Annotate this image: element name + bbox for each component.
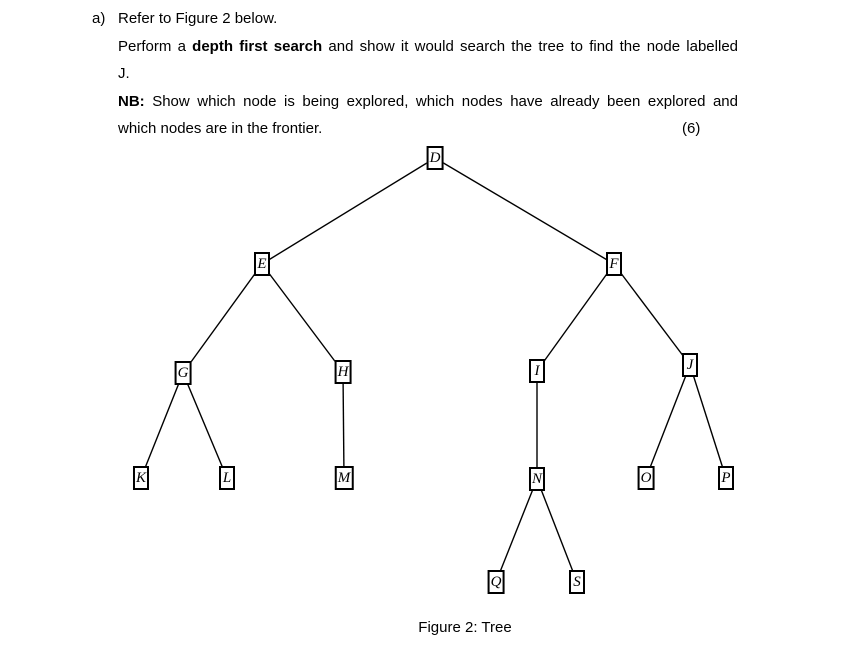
question-line-1: Refer to Figure 2 below. — [118, 9, 738, 28]
tree-node-I: I — [529, 359, 545, 383]
question-line-2-post: and show it would search the tree to fin… — [322, 38, 738, 55]
tree-edge-F-J — [613, 263, 691, 366]
tree-edge-D-E — [261, 157, 436, 265]
tree-edge-N-Q — [495, 478, 538, 583]
question-line-4: NB: Show which node is being explored, w… — [118, 92, 738, 111]
tree-edge-E-H — [261, 263, 344, 373]
tree-node-O: O — [637, 466, 655, 490]
question-line-5: which nodes are in the frontier. — [118, 119, 738, 138]
tree-node-S: S — [569, 570, 585, 594]
tree-edge-G-L — [182, 372, 228, 479]
question-line-5-text: which nodes are in the frontier. — [118, 120, 323, 137]
figure-caption: Figure 2: Tree — [418, 619, 512, 636]
question-line-4-bold: NB: — [118, 93, 145, 110]
question-item-label: a) — [92, 10, 106, 27]
tree-edge-G-K — [140, 372, 184, 479]
tree-node-Q: Q — [487, 570, 505, 594]
tree-node-L: L — [219, 466, 235, 490]
tree-edge-D-F — [434, 157, 615, 265]
tree-node-M: M — [334, 466, 354, 490]
question-line-3: J. — [118, 64, 738, 83]
tree-edge-H-M — [342, 371, 345, 479]
question-line-4-rest: Show which node is being explored, which… — [144, 93, 738, 110]
tree-node-P: P — [718, 466, 734, 490]
tree-node-G: G — [174, 361, 192, 385]
question-line-2-bold: depth first search — [192, 38, 323, 55]
tree-node-F: F — [606, 252, 622, 276]
question-line-3-text: J. — [118, 65, 130, 82]
tree-node-H: H — [334, 360, 352, 384]
tree-node-E: E — [254, 252, 270, 276]
tree-edge-E-G — [182, 263, 263, 374]
tree-node-J: J — [682, 353, 698, 377]
question-line-2: Perform a depth first search and show it… — [118, 37, 738, 56]
tree-edge-J-O — [645, 364, 691, 479]
question-line-1-text: Refer to Figure 2 below. — [118, 10, 278, 27]
marks-allocation: (6) — [682, 120, 701, 137]
tree-edge-F-I — [536, 263, 615, 372]
tree-edge-N-S — [536, 478, 578, 583]
tree-node-D: D — [426, 146, 444, 170]
tree-node-N: N — [528, 467, 546, 491]
question-line-2-pre: Perform a — [118, 38, 193, 55]
tree-edge-J-P — [689, 364, 727, 479]
tree-node-K: K — [132, 466, 150, 490]
